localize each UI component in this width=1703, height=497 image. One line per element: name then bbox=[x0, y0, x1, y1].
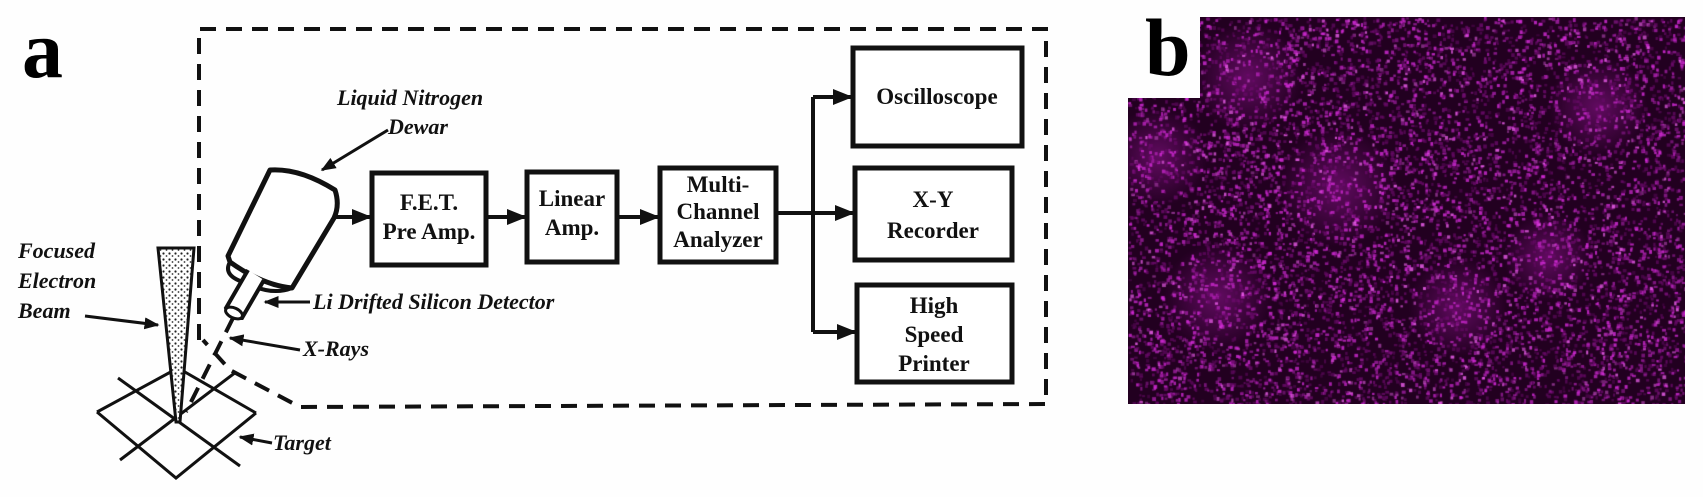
xy-recorder-block: X-Y Recorder bbox=[852, 165, 1015, 263]
beam-callout-arrow bbox=[84, 314, 160, 330]
fet-label-line2: Pre Amp. bbox=[383, 219, 476, 244]
printer-block: High Speed Printer bbox=[854, 282, 1015, 385]
linear-amp-block: Linear Amp. bbox=[524, 169, 620, 265]
xrays-callout-arrow bbox=[228, 334, 301, 352]
linear-label-line1: Linear bbox=[539, 186, 605, 211]
label-notch bbox=[1128, 17, 1200, 98]
xy-label-line1: X-Y bbox=[913, 187, 954, 212]
xy-label-line2: Recorder bbox=[887, 218, 979, 243]
printer-label-line3: Printer bbox=[898, 351, 970, 376]
printer-label-line1: High bbox=[910, 293, 959, 318]
panel-a-diagram: a Liquid Nitrogen Dewar Focused Electron… bbox=[17, 4, 1048, 480]
target-label: Target bbox=[273, 430, 332, 455]
fet-preamp-block: F.E.T. Pre Amp. bbox=[369, 170, 489, 268]
mca-label-line3: Analyzer bbox=[673, 227, 762, 252]
multichannel-analyzer-block: Multi- Channel Analyzer bbox=[657, 165, 779, 265]
printer-label-line2: Speed bbox=[905, 322, 964, 347]
mca-label-line1: Multi- bbox=[687, 172, 750, 197]
fet-label-line1: F.E.T. bbox=[400, 190, 458, 215]
panel-label-b: b bbox=[1145, 2, 1191, 93]
mca-label-line2: Channel bbox=[676, 199, 759, 224]
panel-b-elemental-map: b bbox=[1128, 7, 1685, 404]
beam-label-line1: Focused bbox=[17, 238, 96, 263]
dewar-label-line2: Dewar bbox=[387, 114, 448, 139]
eds-map-image bbox=[1128, 17, 1685, 404]
electron-beam-icon bbox=[156, 246, 196, 424]
oscilloscope-block: Oscilloscope bbox=[850, 45, 1025, 149]
linear-label-line2: Amp. bbox=[545, 215, 599, 240]
dewar-label-line1: Liquid Nitrogen bbox=[336, 85, 483, 110]
target-callout-arrow bbox=[238, 433, 273, 446]
beam-label-line2: Electron bbox=[17, 268, 96, 293]
dewar-icon bbox=[223, 167, 340, 321]
beam-label-line3: Beam bbox=[17, 298, 71, 323]
panel-label-a: a bbox=[22, 4, 63, 95]
xray-path bbox=[184, 317, 235, 413]
detector-label: Li Drifted Silicon Detector bbox=[312, 289, 555, 314]
dewar-callout-arrow bbox=[320, 128, 389, 172]
xrays-label: X-Rays bbox=[302, 336, 369, 361]
oscilloscope-label: Oscilloscope bbox=[876, 84, 997, 109]
